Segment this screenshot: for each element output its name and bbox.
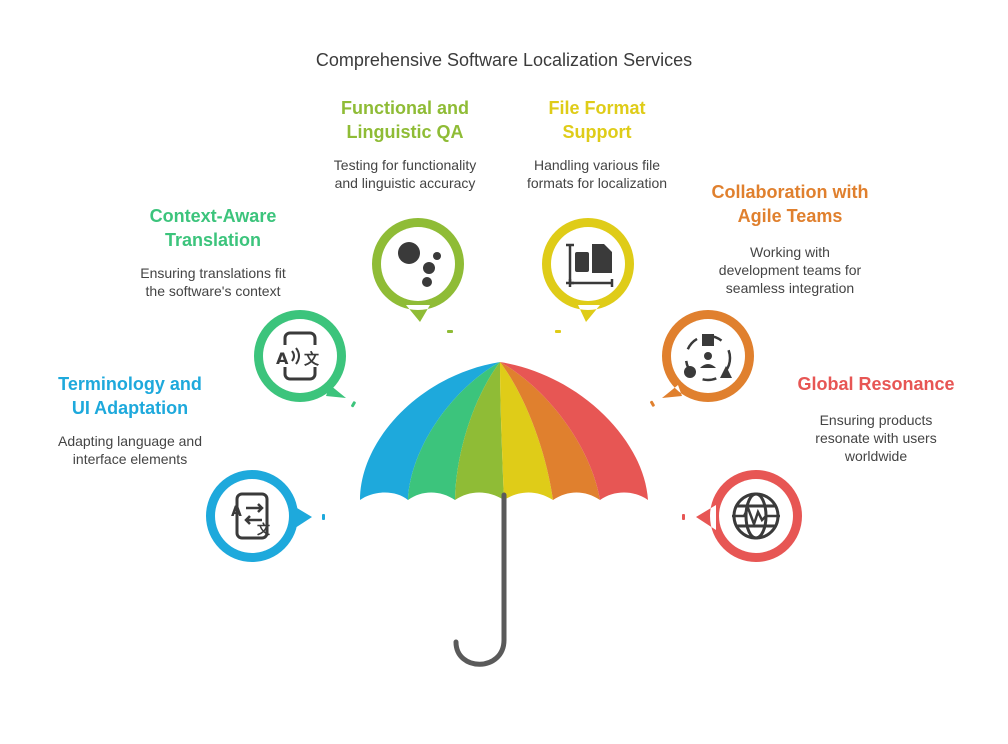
- context-description: Ensuring translations fit the software's…: [113, 264, 313, 300]
- qa-desc-line: and linguistic accuracy: [334, 175, 476, 191]
- agile-desc-line: seamless integration: [725, 280, 855, 296]
- qa-title-line: Linguistic QA: [346, 122, 464, 142]
- fileformat-title-line: Support: [562, 122, 632, 142]
- globe-icon: [732, 492, 780, 540]
- diagram-title: Comprehensive Software Localization Serv…: [315, 50, 693, 70]
- agile-title-line: Agile Teams: [737, 206, 843, 226]
- agile-desc-line: development teams for: [718, 262, 862, 278]
- file-format-icon: [566, 243, 614, 287]
- fileformat-title-line: File Format: [548, 98, 646, 118]
- global-desc-line: Ensuring products: [819, 412, 933, 428]
- umbrella-canopy: [360, 362, 648, 500]
- fileformat-desc-line: formats for localization: [526, 175, 668, 191]
- canopy-panel-teal: [408, 362, 500, 500]
- qa-description: Testing for functionality and linguistic…: [305, 156, 505, 192]
- fileformat-node: [542, 218, 634, 322]
- context-title-line: Translation: [164, 230, 262, 250]
- global-title-line: Global Resonance: [797, 374, 955, 394]
- connector-marks: [322, 330, 685, 520]
- context-desc-line: Ensuring translations fit: [140, 265, 286, 281]
- translate-phone-icon: A 文: [231, 492, 271, 540]
- connector-dash-olive: [447, 330, 453, 333]
- qa-title-line: Functional and: [341, 98, 469, 118]
- connector-dash-yellow: [555, 330, 561, 333]
- context-desc-line: the software's context: [145, 283, 281, 299]
- circles-icon: [398, 242, 441, 287]
- svg-text:文: 文: [257, 522, 271, 538]
- canopy-panel-red: [500, 362, 648, 500]
- terminology-title-line: UI Adaptation: [71, 398, 189, 418]
- context-node: A 文: [254, 310, 346, 402]
- fileformat-desc-line: Handling various file: [533, 157, 661, 173]
- terminology-desc-line: Adapting language and: [57, 433, 203, 449]
- umbrella-handle: [453, 492, 507, 667]
- voice-translate-icon: A 文: [276, 331, 320, 381]
- svg-text:A: A: [231, 504, 242, 520]
- connector-dash-blue: [322, 514, 325, 520]
- global-desc-line: worldwide: [844, 448, 908, 464]
- agile-node: [662, 310, 754, 402]
- fileformat-title: File Format Support: [497, 96, 697, 144]
- global-desc-line: resonate with users: [815, 430, 937, 446]
- canopy-panel-olive: [455, 362, 504, 500]
- svg-text:A: A: [276, 349, 289, 368]
- svg-text:文: 文: [304, 350, 320, 368]
- context-title: Context-Aware Translation: [113, 204, 313, 252]
- connector-dash-orange: [649, 400, 655, 407]
- agile-description: Working with development teams for seaml…: [680, 243, 900, 297]
- global-node: [696, 470, 802, 562]
- terminology-node: A 文: [206, 470, 312, 562]
- global-title: Global Resonance: [766, 372, 986, 396]
- terminology-title: Terminology and UI Adaptation: [30, 372, 230, 420]
- canopy-panel-blue: [360, 362, 500, 500]
- qa-node: [372, 218, 464, 322]
- agile-title-line: Collaboration with: [711, 182, 869, 202]
- fileformat-description: Handling various file formats for locali…: [497, 156, 697, 192]
- qa-desc-line: Testing for functionality: [333, 157, 477, 173]
- canopy-panel-orange: [500, 362, 600, 500]
- agile-title: Collaboration with Agile Teams: [680, 180, 900, 228]
- connector-dash-teal: [351, 401, 356, 408]
- canopy-panel-yellow: [500, 362, 553, 500]
- terminology-desc-line: interface elements: [72, 451, 188, 467]
- connector-dash-red: [682, 514, 685, 520]
- terminology-title-line: Terminology and: [58, 374, 202, 394]
- team-shapes-icon: [684, 334, 732, 382]
- global-description: Ensuring products resonate with users wo…: [766, 411, 986, 465]
- terminology-description: Adapting language and interface elements: [30, 432, 230, 468]
- context-title-line: Context-Aware: [149, 206, 277, 226]
- qa-title: Functional and Linguistic QA: [305, 96, 505, 144]
- agile-desc-line: Working with: [750, 244, 830, 260]
